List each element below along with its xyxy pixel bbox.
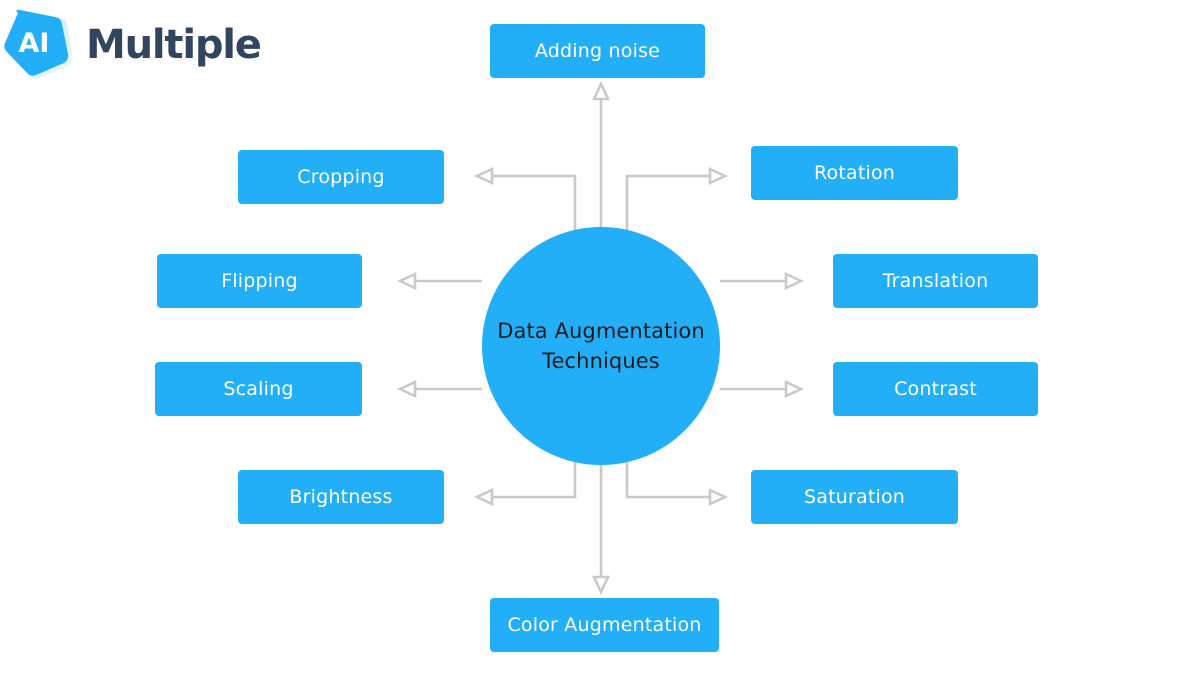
connector-cropping — [489, 174, 577, 250]
arrowhead-cropping — [473, 166, 494, 186]
node-label-brightness: Brightness — [289, 486, 393, 508]
arrowhead-brightness — [473, 487, 494, 507]
arrowhead-translation — [784, 271, 805, 291]
center-node-label-line1: Data Augmentation — [497, 319, 705, 343]
node-translation[interactable]: Translation — [833, 254, 1038, 308]
node-label-adding-noise: Adding noise — [534, 40, 661, 62]
aimultiple-logo: AI Multiple — [4, 8, 264, 80]
arrowhead-saturation — [708, 487, 729, 507]
node-saturation[interactable]: Saturation — [751, 470, 958, 524]
node-label-color-augmentation: Color Augmentation — [507, 614, 702, 636]
node-label-translation: Translation — [882, 270, 989, 292]
arrowhead-contrast — [784, 379, 805, 399]
node-scaling[interactable]: Scaling — [155, 362, 362, 416]
logo-wordmark: Multiple — [86, 22, 262, 68]
node-label-flipping: Flipping — [221, 270, 298, 292]
center-node-data-augmentation-techniques[interactable]: Data Augmentation Techniques — [482, 227, 720, 465]
node-brightness[interactable]: Brightness — [238, 470, 444, 524]
node-label-rotation: Rotation — [813, 162, 896, 184]
node-flipping[interactable]: Flipping — [157, 254, 362, 308]
arrowhead-scaling — [396, 379, 417, 399]
node-rotation[interactable]: Rotation — [751, 146, 958, 200]
node-color-augmentation[interactable]: Color Augmentation — [490, 598, 719, 652]
node-label-scaling: Scaling — [223, 378, 294, 400]
arrowhead-flipping — [396, 271, 417, 291]
arrowhead-color-augmentation — [591, 575, 611, 596]
node-label-cropping: Cropping — [297, 166, 385, 188]
node-cropping[interactable]: Cropping — [238, 150, 444, 204]
node-adding-noise[interactable]: Adding noise — [490, 24, 705, 78]
node-label-contrast: Contrast — [894, 378, 977, 400]
logo-mark-text: AI — [19, 28, 50, 59]
ai-hexagon-icon: AI — [4, 9, 74, 79]
center-node-label-line2: Techniques — [542, 349, 660, 373]
node-contrast[interactable]: Contrast — [833, 362, 1038, 416]
node-label-saturation: Saturation — [803, 486, 906, 508]
connector-rotation — [625, 174, 713, 250]
arrowhead-adding-noise — [591, 80, 611, 101]
center-node-label: Data Augmentation Techniques — [483, 316, 719, 376]
arrowhead-rotation — [708, 166, 729, 186]
